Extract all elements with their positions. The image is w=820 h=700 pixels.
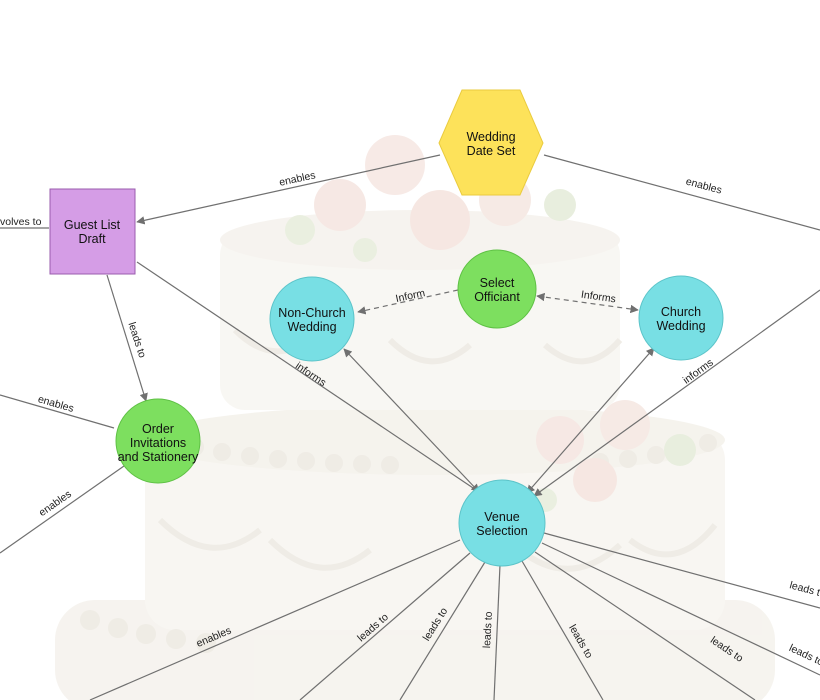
node-church-wedding[interactable]: Church Wedding — [638, 275, 724, 361]
node-label-line: Church — [661, 305, 701, 319]
node-label-line: and Stationery — [118, 450, 199, 464]
edge-invitations-to-left — [0, 465, 125, 554]
edge-venue-to-nonchurch — [343, 348, 480, 493]
edge-venue-leads-1 — [299, 552, 471, 700]
node-label-line: Date Set — [467, 144, 516, 158]
edge-venue-leads-7 — [543, 532, 820, 609]
node-guest-list-draft[interactable]: Guest List Draft — [49, 188, 136, 275]
node-order-invitations[interactable]: Order Invitations and Stationery — [115, 398, 201, 484]
node-non-church-wedding[interactable]: Non-Church Wedding — [269, 276, 355, 362]
edge-venue-to-church — [526, 347, 655, 494]
circle-shape — [269, 276, 355, 362]
node-label-line: Wedding — [287, 320, 336, 334]
edge-venue-leads-2 — [399, 561, 486, 700]
node-label-line: Order — [142, 422, 174, 436]
node-label-line: Wedding — [656, 319, 705, 333]
circle-shape — [458, 479, 546, 567]
edge-venue-leads-4 — [521, 560, 604, 700]
node-label-line: Guest List — [64, 218, 121, 232]
edge-label-venue-leads-3: leads to — [481, 611, 495, 649]
edge-label-date-to-guest: enables — [278, 169, 316, 188]
node-wedding-date-set[interactable]: Wedding Date Set — [438, 89, 544, 196]
edge-label-venue-leads-7: leads t — [788, 579, 820, 599]
node-label-line: Invitations — [130, 436, 186, 450]
edge-label-evolves-to: volves to — [0, 216, 42, 228]
edge-label-venue-leads-6: leads to — [787, 642, 820, 668]
edge-officiant-to-nonchurch — [357, 289, 459, 315]
node-label-line: Draft — [78, 232, 106, 246]
node-label-line: Venue — [484, 510, 520, 524]
edge-venue-leads-5 — [534, 551, 756, 700]
node-label-line: Wedding — [466, 130, 515, 144]
edge-label-guest-leads-to: leads to — [125, 321, 148, 360]
edge-date-to-right — [543, 154, 820, 231]
circle-shape — [115, 398, 201, 484]
circle-shape — [638, 275, 724, 361]
square-shape — [49, 188, 136, 275]
node-select-officiant[interactable]: Select Officiant — [457, 249, 537, 329]
edge-venue-leads-3 — [493, 564, 501, 700]
edge-officiant-to-church — [536, 292, 639, 314]
hexagon-shape — [438, 89, 544, 196]
edge-label-officiant-informs: Informs — [580, 289, 616, 306]
edge-venue-enables — [89, 539, 461, 700]
node-label-line: Officiant — [474, 290, 520, 304]
circle-shape — [457, 249, 537, 329]
node-venue-selection[interactable]: Venue Selection — [458, 479, 546, 567]
edge-label-right-informs: informs — [681, 357, 716, 387]
edge-venue-leads-6 — [541, 542, 820, 676]
edge-left-to-invitations — [0, 394, 115, 429]
edges-layer — [0, 154, 820, 700]
node-label-line: Selection — [476, 524, 527, 538]
edge-guest-to-invitations — [106, 274, 148, 402]
edge-date-to-guest — [136, 154, 441, 225]
edge-label-date-to-right: enables — [684, 176, 723, 197]
node-label-line: Non-Church — [278, 306, 345, 320]
node-label-line: Select — [480, 276, 515, 290]
